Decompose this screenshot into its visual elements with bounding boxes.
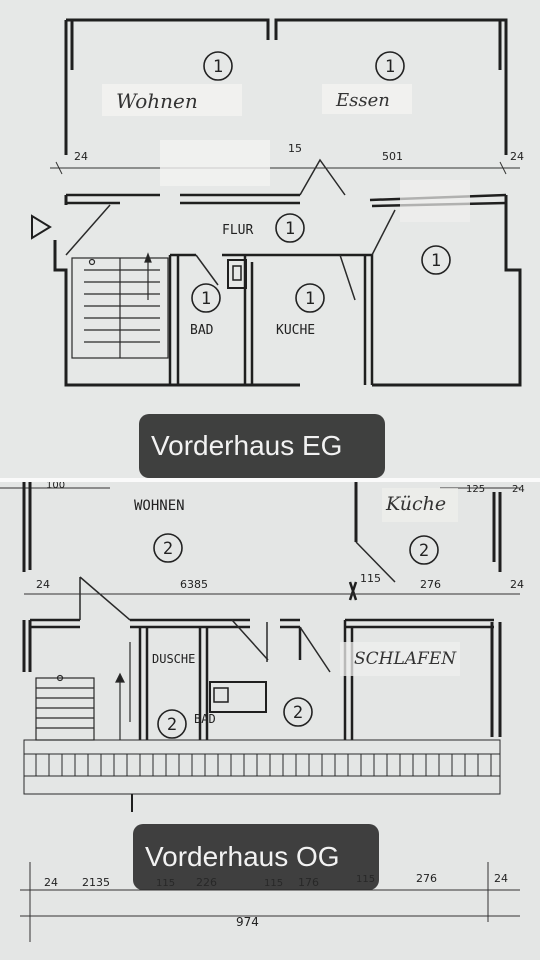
room-label-wohnen: WOHNEN [134,498,185,514]
paper-background [0,0,540,478]
dimension-bottom-276: 276 [416,872,437,885]
room-number-markers: 1 1 1 1 1 1 [191,51,451,313]
room-label-kueche: Küche [385,493,446,515]
dimension-24-left: 24 [74,150,88,163]
exterior-walls [22,482,502,737]
label-note-schlafen [340,642,460,676]
exterior-walls [53,18,522,387]
door-swings [65,158,396,301]
label-note-right [400,180,470,222]
floor-plan-og: 2 2 2 2 WOHNEN Küche DUSCHE BAD SCHLAFEN… [0,482,540,960]
dimension-bottom-974: 974 [236,915,259,929]
label-note-essen [322,84,412,114]
room-number: 1 [385,57,395,77]
room-number: 1 [201,289,211,309]
room-number: 2 [419,541,429,561]
room-number: 2 [163,539,173,559]
chimney [227,259,247,289]
room-label-essen: Essen [335,90,390,111]
room-number: 1 [305,289,315,309]
dimension-24-right: 24 [510,578,524,591]
chimney [213,687,229,703]
dimension-top-24: 24 [512,484,525,495]
chimney-inner [232,265,242,281]
roof-grid [23,739,501,795]
dimension-6385: 6385 [180,578,208,591]
roof-grid-ticks [35,754,492,776]
dimension-top-125: 125 [466,484,485,495]
dimension-line [50,161,520,175]
caption-og: Vorderhaus OG [133,824,379,890]
dimension-lines [20,593,520,942]
dimension-24-left: 24 [36,578,50,591]
door-swings [79,541,396,673]
room-number: 1 [431,251,441,271]
room-label-wohnen: Wohnen [116,89,198,113]
caption-eg: Vorderhaus EG [139,414,385,478]
room-number: 2 [167,715,177,735]
dimension-bottom-24-right: 24 [494,872,508,885]
room-number: 1 [285,219,295,239]
bath-fixture [209,681,267,713]
room-label-flur: FLUR [222,223,253,238]
dimension-501: 501 [382,150,403,163]
room-number-markers: 2 2 2 2 [153,533,439,739]
dimension-115: 115 [360,572,381,585]
room-label-bad: BAD [194,712,216,726]
staircase [71,252,169,359]
label-note-wohnen [102,84,242,116]
entrance-arrow-icon [31,214,52,240]
floor-plan-eg: 1 1 1 1 1 1 Wohnen Essen FLUR BAD KUCHE … [0,0,540,478]
room-label-dusche: DUSCHE [152,652,195,666]
floor-plan-eg-drawing: 1 1 1 1 1 1 Wohnen Essen FLUR BAD KUCHE … [0,0,540,478]
dimension-15: 15 [288,142,302,155]
room-label-schlafen: SCHLAFEN [354,649,457,669]
dimension-276: 276 [420,578,441,591]
room-label-kueche: KUCHE [276,323,315,338]
dimension-bottom-24-left: 24 [44,876,58,889]
label-note-kueche [382,488,458,522]
room-number: 2 [293,703,303,723]
dimension-top-100: 100 [46,482,65,491]
room-label-bad: BAD [190,323,214,338]
label-note-overlay [160,140,270,186]
dimension-24-right: 24 [510,150,524,163]
room-number: 1 [213,57,223,77]
dimension-bottom-2135: 2135 [82,876,110,889]
panel-divider [0,478,540,482]
